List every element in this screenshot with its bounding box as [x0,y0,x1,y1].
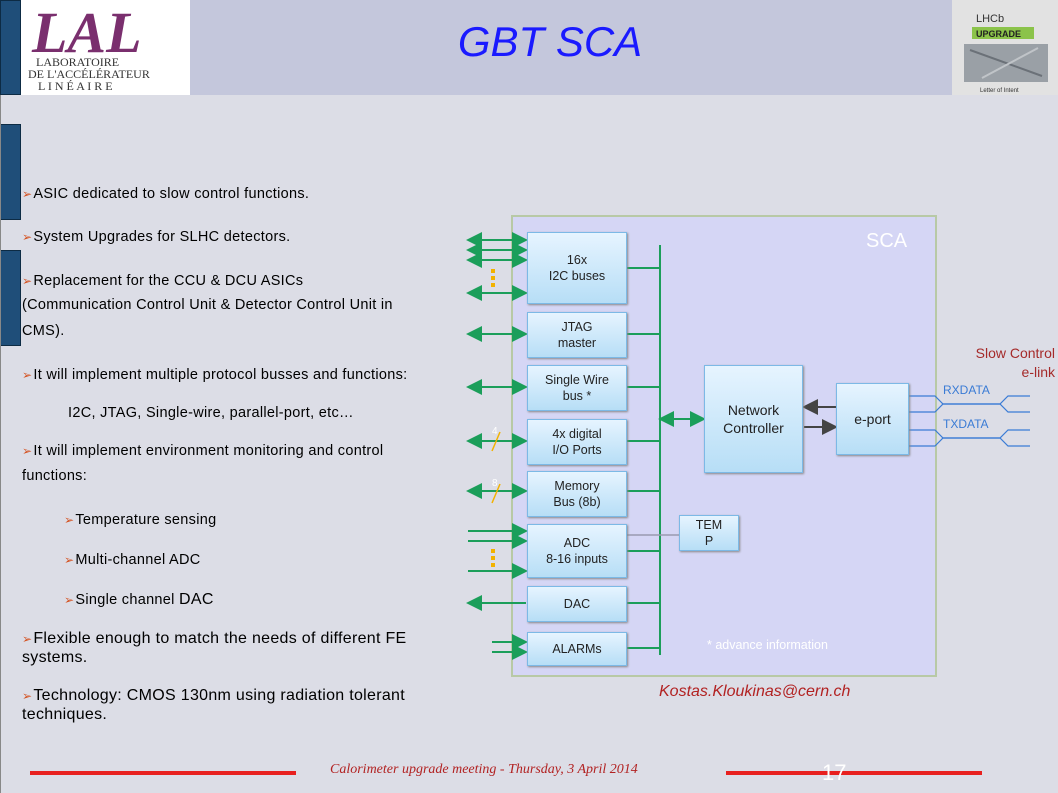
arrow-bullet-icon: ➢ [64,513,75,527]
sidebar-accent-block [0,0,21,95]
advance-info-note: * advance information [707,638,828,652]
bullet-text: Multi-channel ADC [75,552,201,568]
bullet-item: ➢ASIC dedicated to slow control function… [22,183,309,205]
ellipsis-dots [491,269,495,567]
dac-block: DAC [527,586,627,622]
i2c-line2: I2C buses [548,269,606,283]
single-wire-block: Single Wire bus * [527,365,627,411]
bullet-text: Technology: CMOS 130nm using radiation t… [33,687,405,704]
i2c-line1: 16x [566,253,588,267]
single-wire-line2: bus * [562,389,592,403]
upgrade-banner [972,27,1034,39]
bullet-text: Flexible enough to match the needs of di… [33,630,407,647]
eport-block: e-port [836,383,909,455]
bullet-text: System Upgrades for SLHC detectors. [33,229,291,245]
bullet-continuation: CMS). [22,323,65,339]
bullet-continuation: functions: [22,468,88,484]
temp-line1: TEM [695,518,723,532]
bullet-continuation: techniques. [22,706,108,723]
bullet-item: ➢It will implement multiple protocol bus… [22,364,408,386]
temp-line2: P [704,534,714,548]
arrow-bullet-icon: ➢ [64,553,75,567]
slow-control-line2: e-link [1021,364,1055,380]
lal-logo-line1: LABORATOIRE [36,55,119,69]
arrow-bullet-icon: ➢ [64,593,75,607]
digital-io-line2: I/O Ports [552,443,602,457]
sidebar-divider [0,95,1,793]
letter-of-intent-text: Letter of Intent [980,88,1019,94]
dac-text: DAC [179,591,214,608]
jtag-block: JTAG master [527,312,627,358]
io-bus-width: 4 [492,426,498,437]
bullet-text: Temperature sensing [75,512,217,528]
memory-line1: Memory [554,479,600,493]
arrow-bullet-icon: ➢ [22,187,33,201]
bullet-item: ➢Flexible enough to match the needs of d… [22,630,462,648]
sub-bullet-item: ➢Multi-channel ADC [64,549,201,571]
arrow-bullet-icon: ➢ [22,632,33,646]
bullet-continuation: systems. [22,649,88,666]
arrow-bullet-icon: ➢ [22,444,33,458]
slide-title: GBT SCA [457,18,643,65]
bullet-text: Replacement for the CCU & DCU ASICs [33,273,304,289]
sub-bullet-item: ➢Single channel DAC [64,589,214,611]
lal-logo-line2: DE L'ACCÉLÉRATEUR [28,67,150,81]
network-line1: Network [727,402,780,418]
jtag-line1: JTAG [561,320,593,334]
mem-bus-width: 8 [492,478,498,489]
adc-block: ADC 8-16 inputs [527,524,627,578]
bullet-text: It will implement environment monitoring… [33,443,384,459]
bullet-continuation: (Communication Control Unit & Detector C… [22,297,393,313]
txdata-label: TXDATA [943,417,989,431]
lal-logo-letters: LAL [31,0,142,65]
lhcb-logo-graphic: LHCb UPGRADE Letter of Intent [964,13,1048,94]
sub-bullet-item: ➢Temperature sensing [64,509,216,531]
bullet-text: ASIC dedicated to slow control functions… [33,186,310,202]
network-line2: Controller [723,420,784,436]
page-number: 17 [822,760,847,785]
bullet-text: Single channel [75,592,175,608]
arrow-bullet-icon: ➢ [22,689,33,703]
single-wire-line1: Single Wire [545,373,609,387]
lhcb-logo-text: LHCb [976,13,1004,25]
arrow-bullet-icon: ➢ [22,368,33,382]
slow-control-line1: Slow Control [975,345,1055,361]
digital-io-line1: 4x digital [552,427,602,441]
bullet-item: ➢It will implement environment monitorin… [22,440,383,462]
lhcb-upgrade-logo: LHCb UPGRADE Letter of Intent [952,0,1058,95]
temp-block: TEM P [679,515,739,551]
sca-label: SCA [866,230,908,252]
upgrade-text: UPGRADE [976,29,1021,39]
arrow-bullet-icon: ➢ [22,274,33,288]
slow-control-label: Slow Control e-link [930,344,1055,382]
adc-line1: ADC [563,536,591,550]
bullet-item: ➢System Upgrades for SLHC detectors. [22,226,290,248]
lal-logo: LAL LABORATOIRE DE L'ACCÉLÉRATEUR L I N … [20,0,190,95]
bullet-item: ➢Replacement for the CCU & DCU ASICs [22,270,303,292]
lal-logo-graphic: LAL LABORATOIRE DE L'ACCÉLÉRATEUR L I N … [28,0,150,93]
adc-line2: 8-16 inputs [546,552,608,566]
bullet-item: ➢Technology: CMOS 130nm using radiation … [22,687,462,705]
rxdata-label: RXDATA [943,383,990,397]
lal-logo-line3: L I N É A I R E [38,79,113,93]
jtag-line2: master [557,336,597,350]
bullet-text: It will implement multiple protocol buss… [33,367,408,383]
footer-meeting-text: Calorimeter upgrade meeting - Thursday, … [330,762,638,777]
bullet-sub-text: I2C, JTAG, Single-wire, parallel-port, e… [68,405,354,421]
author-email: Kostas.Kloukinas@cern.ch [659,683,851,700]
memory-line2: Bus (8b) [553,495,601,509]
alarms-block: ALARMs [527,632,627,666]
e-link-lines [908,395,1030,447]
arrow-bullet-icon: ➢ [22,230,33,244]
